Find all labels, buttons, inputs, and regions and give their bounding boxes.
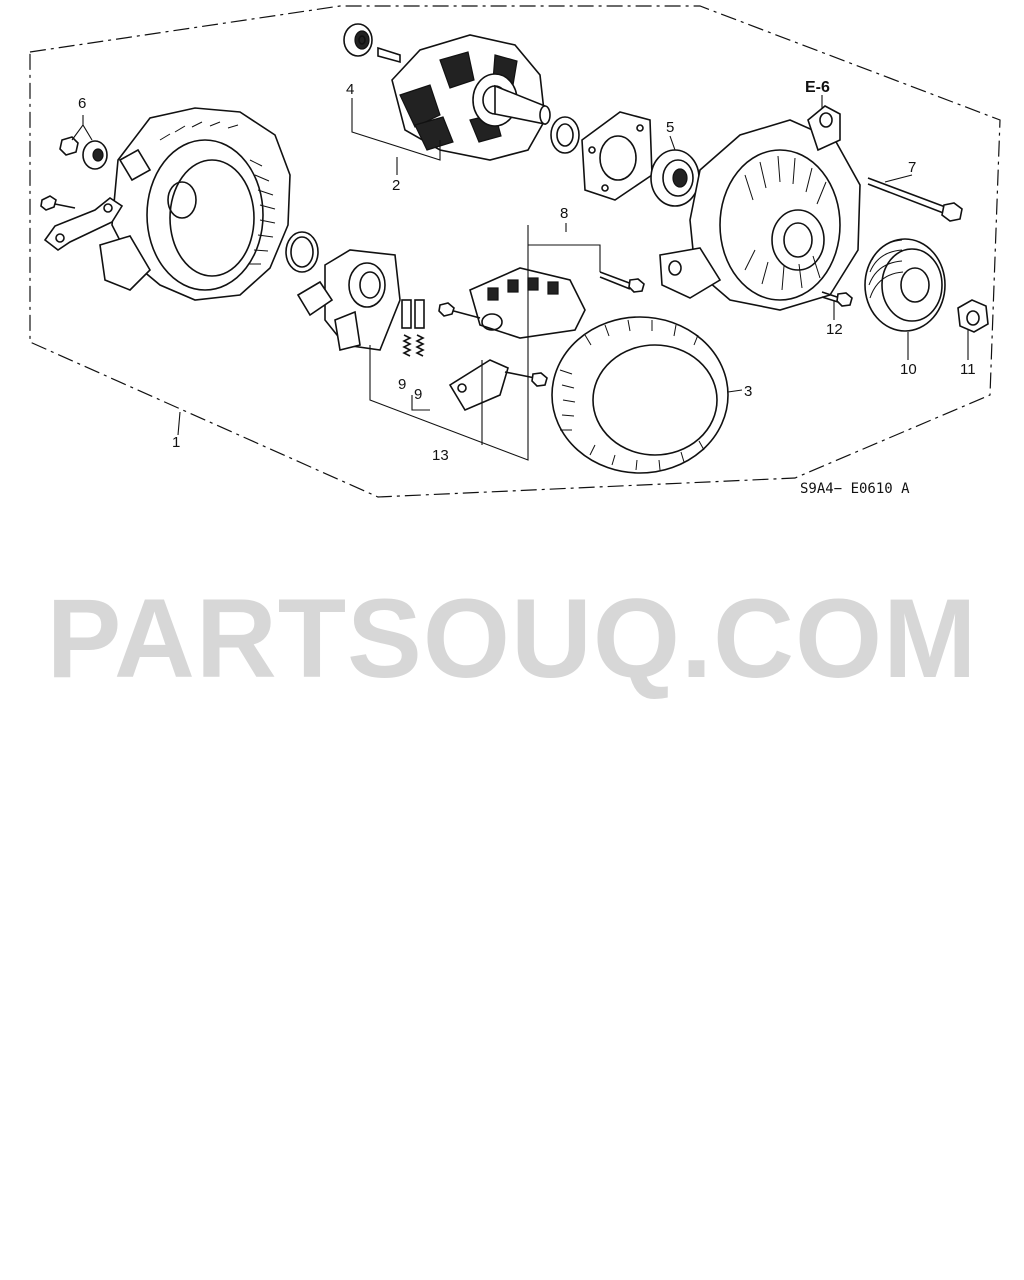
- part-brushes: [401, 299, 425, 357]
- watermark: PARTSOUQ.COM: [46, 576, 978, 701]
- callout-11: 11: [960, 361, 976, 378]
- part-bolt-rectifier: [599, 271, 645, 293]
- callout-9a: 9: [398, 376, 406, 393]
- part-rear-housing: [99, 107, 291, 301]
- callout-3: 3: [744, 383, 752, 400]
- callout-5: 5: [666, 119, 674, 136]
- part-bolt-12: [821, 291, 853, 307]
- callout-7: 7: [908, 159, 916, 176]
- part-bushing: [59, 136, 108, 170]
- leader-lines: [71, 95, 969, 461]
- part-pulley: [864, 238, 946, 332]
- part-snap-ring: [285, 231, 319, 273]
- part-rear-bearing: [343, 23, 373, 57]
- part-front-housing: [659, 105, 861, 311]
- callout-9b: 9: [414, 386, 422, 403]
- part-bearing-retainer: [581, 111, 653, 201]
- part-front-bearing: [650, 149, 700, 207]
- callout-6: 6: [78, 95, 86, 112]
- part-bracket: [40, 195, 124, 251]
- callout-1: 1: [172, 434, 180, 451]
- part-insulator-plate: [448, 359, 548, 412]
- callout-13: 13: [432, 447, 449, 464]
- part-regulator: [296, 249, 401, 351]
- part-through-bolt: [867, 177, 963, 222]
- exploded-parts-diagram: 1 2 3 4 5 6 7 8 9 9 10 11 12 13 E-6 S9A4…: [29, 5, 1001, 498]
- cross-reference-label: E-6: [805, 79, 830, 96]
- callout-8: 8: [560, 205, 568, 222]
- part-rotor: [377, 34, 551, 161]
- part-nut: [957, 299, 989, 333]
- part-rectifier: [438, 267, 586, 339]
- part-spacer-ring: [550, 116, 580, 154]
- callout-12: 12: [826, 321, 843, 338]
- part-stator: [551, 316, 729, 474]
- callout-2: 2: [392, 177, 400, 194]
- assembly-boundary: [29, 5, 1001, 498]
- callout-10: 10: [900, 361, 917, 378]
- callout-4: 4: [346, 81, 354, 98]
- diagram-reference-code: S9A4− E0610 A: [800, 481, 910, 497]
